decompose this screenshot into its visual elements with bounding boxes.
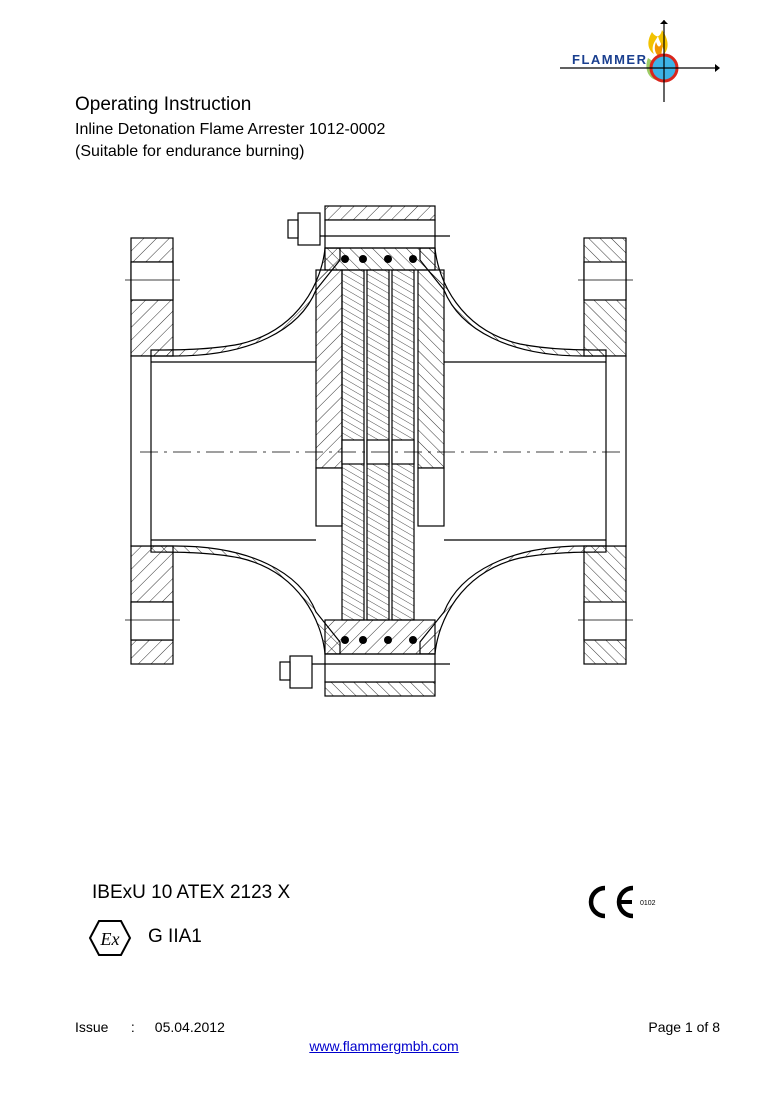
- ex-hexagon-icon: Ex: [88, 920, 132, 956]
- svg-text:Ex: Ex: [100, 929, 120, 949]
- website-link[interactable]: www.flammergmbh.com: [309, 1038, 459, 1054]
- page-title: Operating Instruction: [75, 94, 252, 115]
- explosion-group: G IIA1: [148, 926, 202, 947]
- product-name: Inline Detonation Flame Arrester 1012-00…: [75, 121, 386, 138]
- issue-date: 05.04.2012: [154, 1019, 225, 1035]
- issue-info: Issue : 05.04.2012: [75, 1019, 225, 1035]
- flammer-logo: FLAMMER: [560, 20, 720, 105]
- product-note: (Suitable for endurance burning): [75, 143, 305, 160]
- logo-text: FLAMMER: [572, 52, 648, 67]
- issue-separator: :: [130, 1019, 135, 1035]
- page-number: Page 1 of 8: [648, 1019, 720, 1035]
- issue-label: Issue: [75, 1019, 109, 1035]
- ce-mark-icon: [588, 885, 634, 919]
- flame-crosshair-icon: [560, 20, 720, 102]
- notified-body-number: 0102: [640, 900, 656, 907]
- atex-certificate-number: IBExU 10 ATEX 2123 X: [92, 882, 291, 903]
